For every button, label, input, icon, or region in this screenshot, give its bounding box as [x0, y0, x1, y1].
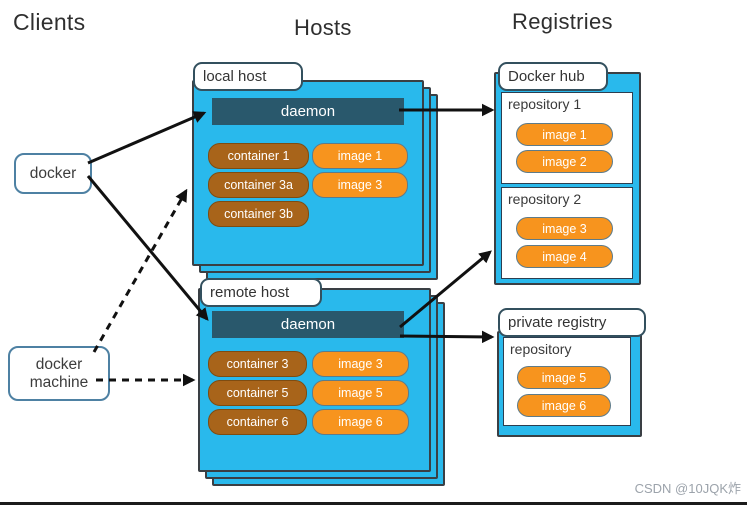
local-host-label: local host [193, 62, 303, 91]
remote-container-pill: container 6 [208, 409, 307, 435]
private-repository-name: repository [510, 341, 572, 357]
local-container-pill: container 1 [208, 143, 309, 169]
remote-host-label: remote host [200, 278, 322, 307]
remote-image-pill: image 6 [312, 409, 409, 435]
remote-daemon-bar: daemon [212, 311, 404, 338]
docker-hub-label: Docker hub [498, 62, 608, 91]
docker-client-node: docker [14, 153, 92, 194]
arrow-docker-machine-to-local-host [92, 188, 188, 353]
arrow-docker-to-local-daemon [87, 111, 207, 165]
private-image-pill: image 5 [517, 366, 611, 389]
clients-column-header: Clients [13, 9, 86, 35]
hub-image-pill: image 3 [516, 217, 613, 240]
hub-image-pill: image 2 [516, 150, 613, 173]
docker-machine-client-node: docker machine [8, 346, 110, 401]
private-image-pill: image 6 [517, 394, 611, 417]
hub-image-pill: image 1 [516, 123, 613, 146]
local-image-pill: image 3 [312, 172, 408, 198]
remote-image-pill: image 5 [312, 380, 409, 406]
hub-image-pill: image 4 [516, 245, 613, 268]
remote-image-pill: image 3 [312, 351, 409, 377]
local-container-pill: container 3b [208, 201, 309, 227]
remote-container-pill: container 3 [208, 351, 307, 377]
registries-column-header: Registries [512, 9, 613, 34]
local-image-pill: image 1 [312, 143, 408, 169]
local-container-pill: container 3a [208, 172, 309, 198]
remote-container-pill: container 5 [208, 380, 307, 406]
repository-2-name: repository 2 [508, 191, 582, 207]
bottom-divider [0, 502, 747, 505]
repository-1-name: repository 1 [508, 96, 582, 112]
arrow-docker-to-remote-daemon [86, 175, 209, 321]
csdn-watermark: CSDN @10JQK炸 [634, 481, 741, 496]
private-registry-label: private registry [498, 308, 646, 337]
local-daemon-bar: daemon [212, 98, 404, 125]
hosts-column-header: Hosts [294, 15, 352, 40]
